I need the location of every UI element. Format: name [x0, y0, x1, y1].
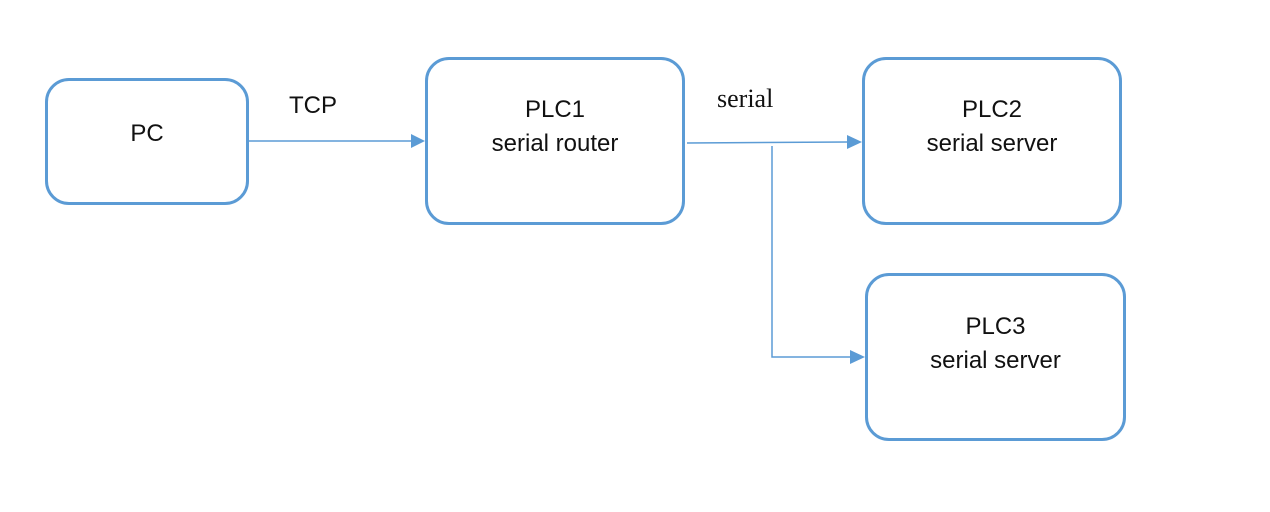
- edge-label-tcp: TCP: [289, 92, 337, 119]
- node-plc1-role: serial router: [491, 130, 619, 157]
- arrowhead-plc1: [411, 134, 425, 148]
- node-plc2: PLC2 serial server: [862, 57, 1122, 225]
- node-plc3-role: serial server: [930, 347, 1061, 374]
- node-plc3: PLC3 serial server: [865, 273, 1126, 441]
- edge-label-serial: serial: [717, 84, 774, 113]
- node-pc: PC: [45, 78, 249, 205]
- arrowhead-plc2: [847, 135, 862, 149]
- node-plc2-title: PLC2: [961, 96, 1023, 123]
- edge-plc1-to-plc2: [686, 141, 849, 144]
- node-plc2-role: serial server: [926, 130, 1058, 157]
- node-plc3-title: PLC3: [965, 313, 1026, 340]
- node-pc-title: PC: [130, 120, 164, 147]
- node-plc1: PLC1 serial router: [425, 57, 685, 225]
- edge-plc1-to-plc3: [771, 146, 851, 358]
- arrowhead-plc3: [850, 350, 865, 364]
- node-plc1-title: PLC1: [524, 96, 586, 123]
